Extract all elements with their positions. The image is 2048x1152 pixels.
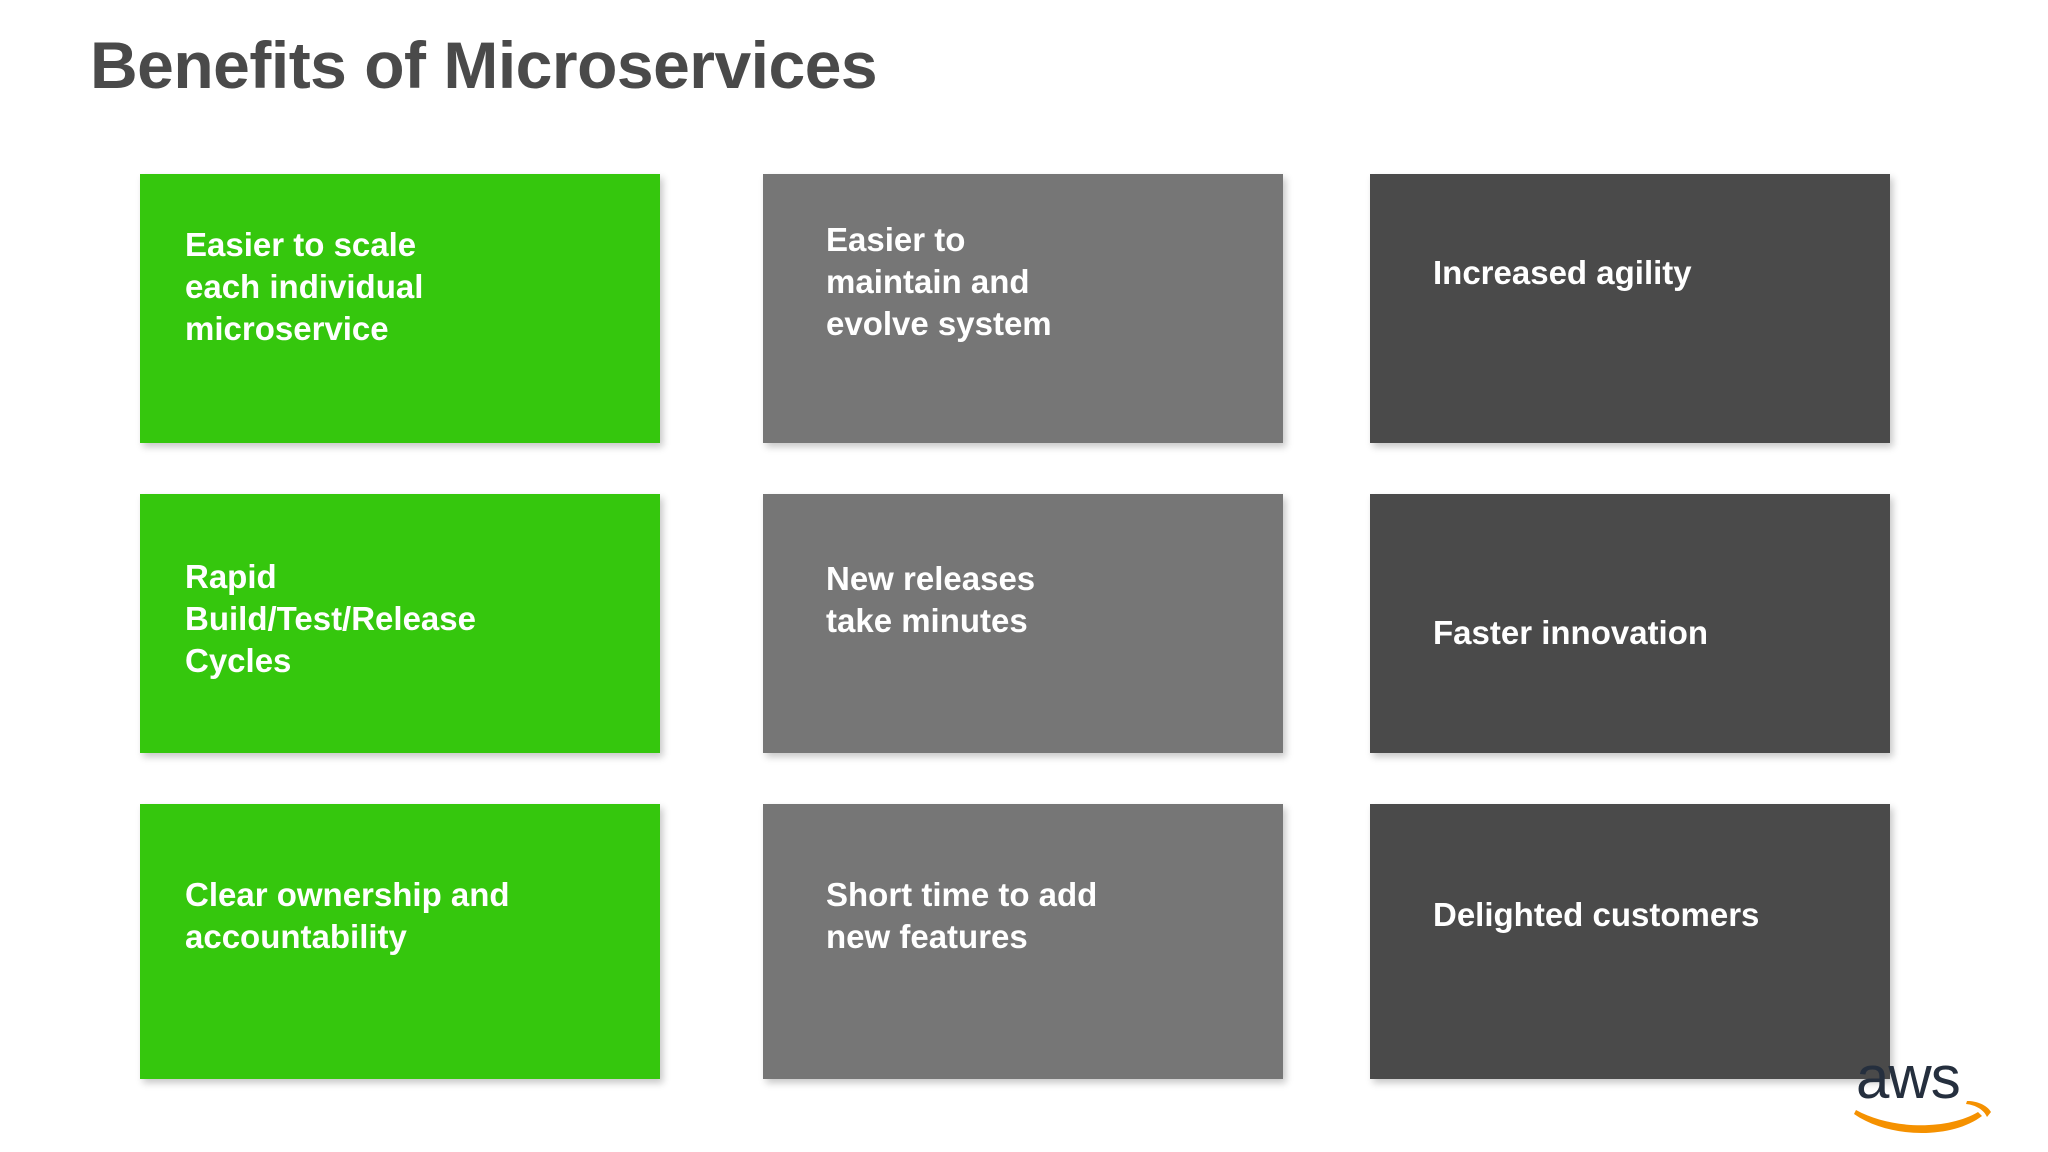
page-title: Benefits of Microservices	[90, 28, 878, 102]
benefit-card-rapid-cycles[interactable]: Rapid Build/Test/Release Cycles	[140, 494, 660, 753]
benefit-card-label: Easier to maintain and evolve system	[826, 221, 1052, 343]
aws-smile-arrow-icon	[1966, 1101, 1991, 1117]
aws-smile-icon	[1854, 1110, 1982, 1134]
benefit-card-label: Rapid Build/Test/Release Cycles	[185, 558, 476, 680]
benefit-card-faster-innovation[interactable]: Faster innovation	[1370, 494, 1890, 753]
benefit-card-label: Easier to scale each individual microser…	[185, 226, 424, 348]
benefit-card-easier-to-maintain[interactable]: Easier to maintain and evolve system	[763, 174, 1283, 443]
aws-logo: aws	[1854, 1044, 1991, 1134]
benefit-card-easier-to-scale[interactable]: Easier to scale each individual microser…	[140, 174, 660, 443]
benefit-card-label: Clear ownership and accountability	[185, 876, 510, 956]
benefit-card-label: Faster innovation	[1433, 614, 1709, 651]
benefit-card-label: Increased agility	[1433, 254, 1692, 291]
benefits-grid: Easier to scale each individual microser…	[140, 174, 1895, 1079]
benefit-card-increased-agility[interactable]: Increased agility	[1370, 174, 1890, 443]
svg-text:aws: aws	[1856, 1044, 1960, 1111]
benefit-card-clear-ownership[interactable]: Clear ownership and accountability	[140, 804, 660, 1079]
benefit-card-new-releases[interactable]: New releases take minutes	[763, 494, 1283, 753]
benefit-card-label: Short time to add new features	[826, 876, 1098, 956]
benefit-card-label: New releases take minutes	[826, 560, 1036, 640]
benefit-card-delighted-customers[interactable]: Delighted customers	[1370, 804, 1890, 1079]
benefit-card-label: Delighted customers	[1433, 896, 1760, 933]
benefit-card-short-time-to-add[interactable]: Short time to add new features	[763, 804, 1283, 1079]
